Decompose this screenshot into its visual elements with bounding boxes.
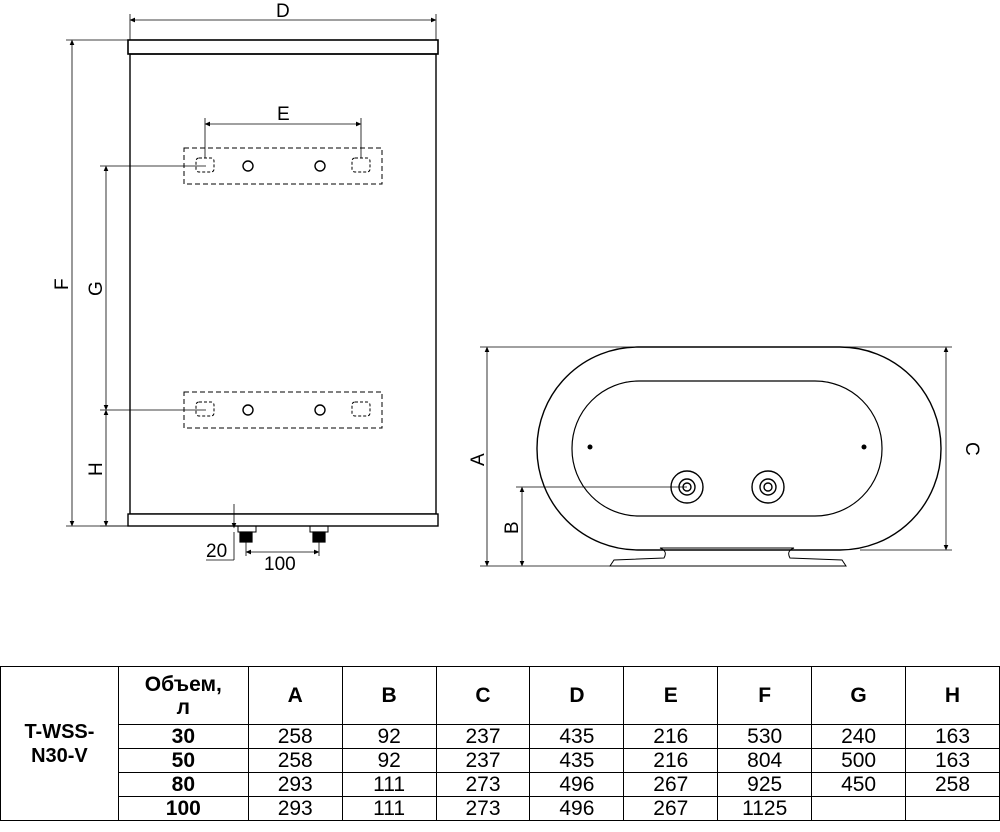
value-cell: 450 <box>811 772 907 797</box>
table-row: 50 258 92 237 435 216 804 500 163 <box>1 748 1000 773</box>
volume-header: Объем, л <box>117 666 249 725</box>
column-header-h: H <box>905 666 1000 725</box>
label-offset-20: 20 <box>206 541 227 562</box>
pipe-connectors <box>237 526 329 543</box>
lower-bracket <box>183 391 383 429</box>
volume-cell: 80 <box>117 772 249 797</box>
column-header-c: C <box>435 666 531 725</box>
value-cell: 530 <box>717 724 813 749</box>
side-view <box>480 346 952 567</box>
value-cell: 273 <box>435 796 531 821</box>
volume-header-line-1: Объем, <box>144 672 222 696</box>
column-header-b: B <box>341 666 437 725</box>
value-cell: 293 <box>247 796 343 821</box>
tank-outer-shell <box>536 346 942 551</box>
value-cell: 163 <box>905 748 1000 773</box>
table-header-row: T-WSS- N30-V Объем, л A B C D E F G H <box>0 666 1000 821</box>
label-c: C <box>961 442 982 456</box>
value-cell: 237 <box>435 724 531 749</box>
column-header-g: G <box>811 666 907 725</box>
model-line-2: N30-V <box>31 744 88 767</box>
value-cell: 273 <box>435 772 531 797</box>
label-h: H <box>86 462 107 476</box>
value-cell: 1125 <box>717 796 813 821</box>
table-row: 30 258 92 237 435 216 530 240 163 <box>1 724 1000 749</box>
value-cell: 240 <box>811 724 907 749</box>
value-cell: 92 <box>341 724 437 749</box>
value-cell: 258 <box>247 724 343 749</box>
value-cell <box>811 796 907 821</box>
label-a: A <box>468 453 489 466</box>
volume-cell: 100 <box>117 796 249 821</box>
value-cell: 500 <box>811 748 907 773</box>
volume-header-line-2: л <box>176 695 190 719</box>
value-cell: 258 <box>247 748 343 773</box>
value-cell: 267 <box>623 796 719 821</box>
table-row: 100 293 111 273 496 267 1125 <box>1 796 1000 821</box>
technical-drawing: D E F G H 20 100 A B C <box>52 1 982 575</box>
column-header-e: E <box>623 666 719 725</box>
upper-bracket <box>183 147 383 185</box>
label-e: E <box>277 104 290 125</box>
tank-inner-panel <box>571 380 883 517</box>
value-cell: 435 <box>529 748 625 773</box>
label-spacing-100: 100 <box>264 554 296 575</box>
table-row: 80 293 111 273 496 267 925 450 258 <box>1 772 1000 797</box>
value-cell: 496 <box>529 796 625 821</box>
spec-table: T-WSS- N30-V Объем, л A B C D E F G H 30… <box>0 666 1000 821</box>
value-cell: 435 <box>529 724 625 749</box>
column-header-f: F <box>717 666 813 725</box>
value-cell: 163 <box>905 724 1000 749</box>
tank-feet <box>609 547 847 567</box>
front-view <box>66 14 439 561</box>
column-header-a: A <box>247 666 343 725</box>
volume-cell: 30 <box>117 724 249 749</box>
value-cell: 925 <box>717 772 813 797</box>
value-cell: 111 <box>341 796 437 821</box>
tank-top-cap <box>127 39 439 55</box>
tank-bottom-band <box>127 513 439 527</box>
volume-cell: 50 <box>117 748 249 773</box>
value-cell: 293 <box>247 772 343 797</box>
value-cell: 111 <box>341 772 437 797</box>
value-cell: 237 <box>435 748 531 773</box>
label-b: B <box>502 521 523 534</box>
value-cell: 92 <box>341 748 437 773</box>
label-d: D <box>276 1 290 22</box>
label-g: G <box>86 281 107 296</box>
value-cell <box>905 796 1000 821</box>
label-f: F <box>52 278 73 290</box>
value-cell: 258 <box>905 772 1000 797</box>
column-header-d: D <box>529 666 625 725</box>
value-cell: 216 <box>623 748 719 773</box>
value-cell: 267 <box>623 772 719 797</box>
pipe-openings <box>670 470 785 504</box>
model-line-1: T-WSS- <box>24 720 95 743</box>
value-cell: 496 <box>529 772 625 797</box>
value-cell: 804 <box>717 748 813 773</box>
value-cell: 216 <box>623 724 719 749</box>
model-cell: T-WSS- N30-V <box>0 666 119 821</box>
